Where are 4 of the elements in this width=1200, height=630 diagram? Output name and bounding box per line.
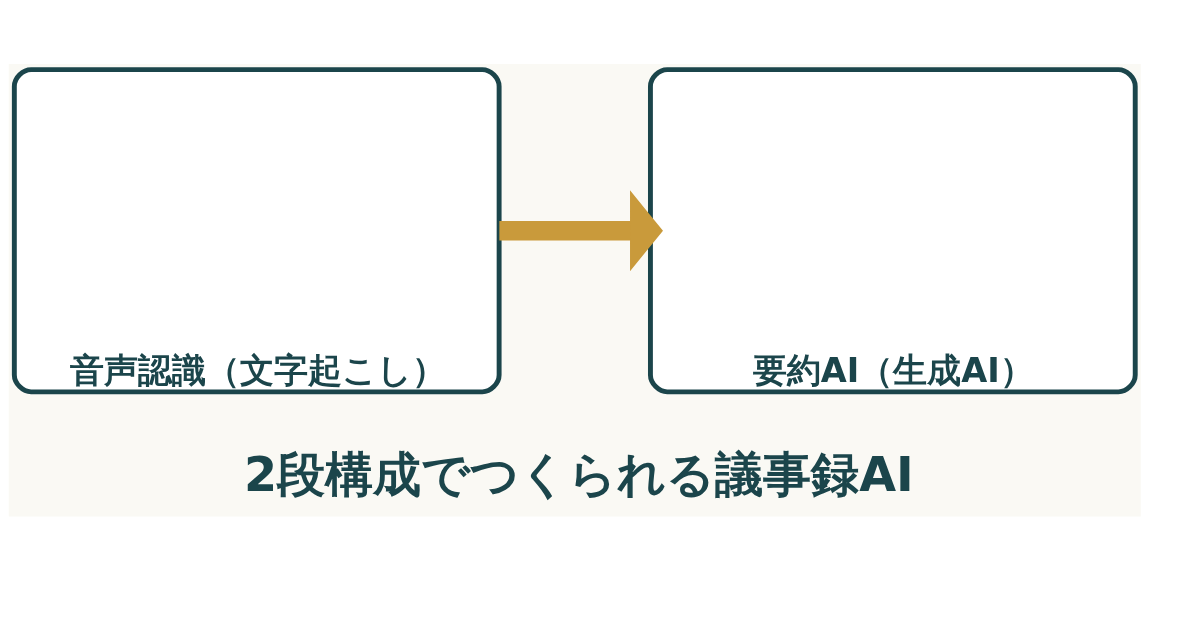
node-box: 音声認識（文字起こし）: [11, 66, 502, 394]
node-box: 要約AI（生成AI）: [648, 66, 1138, 394]
diagram-title: 2段構成でつくられる議事録AI: [244, 446, 914, 502]
arrow: [499, 189, 663, 271]
